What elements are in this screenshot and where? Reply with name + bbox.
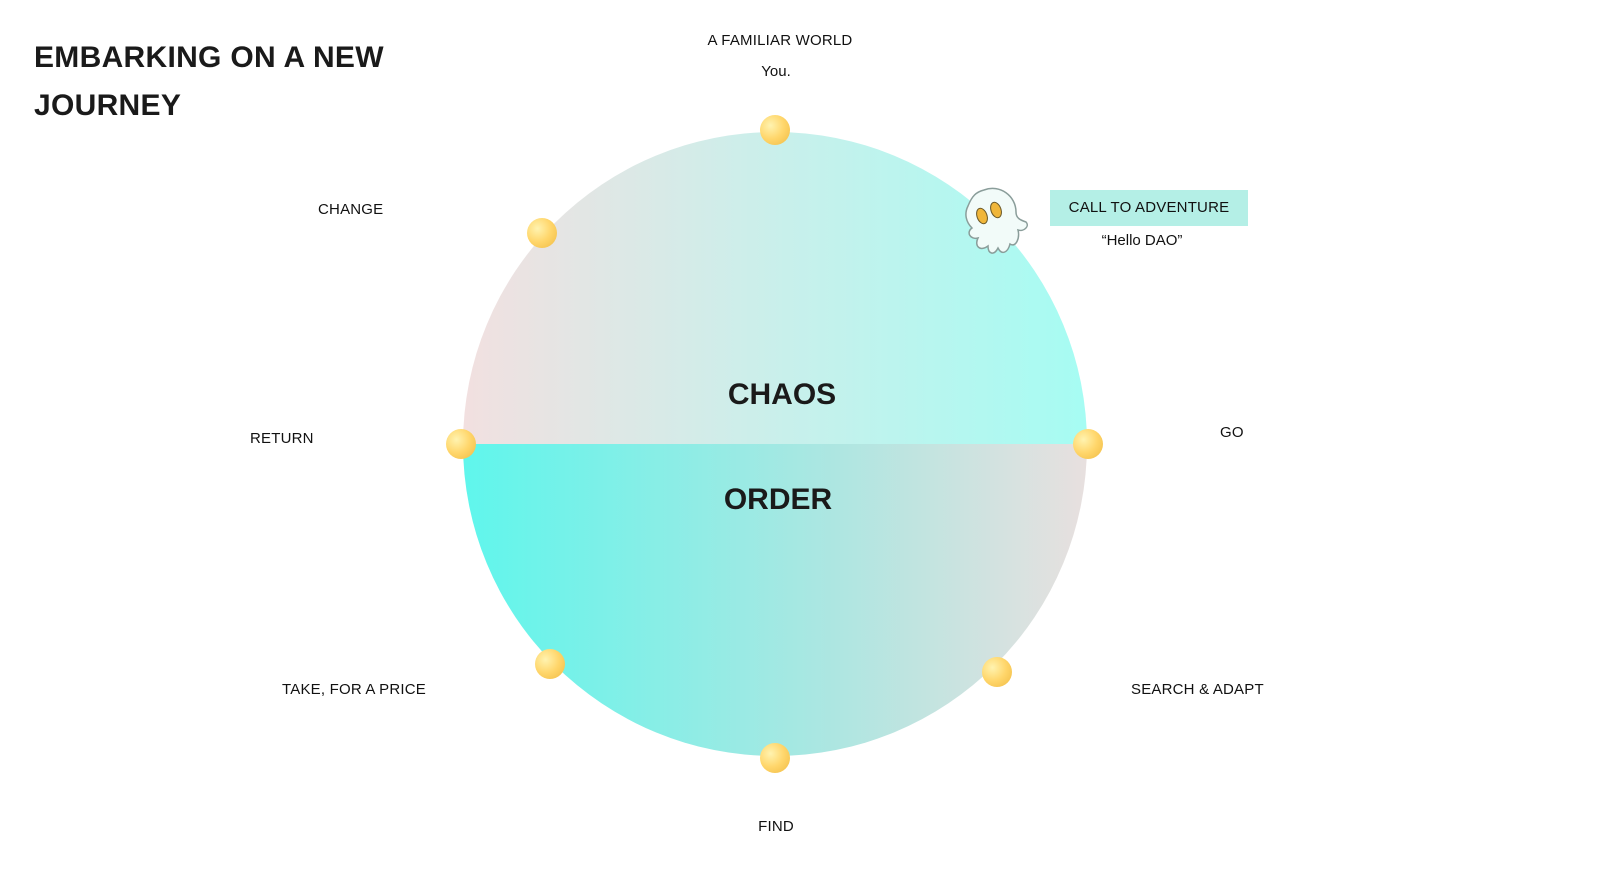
call-to-adventure-highlight: CALL TO ADVENTURE xyxy=(1050,190,1248,226)
node-find[interactable] xyxy=(760,743,790,773)
node-familiar-world[interactable] xyxy=(760,115,790,145)
order-label: ORDER xyxy=(724,483,833,516)
stage-label-find: FIND xyxy=(758,818,794,835)
stage-label-take-for-a-price: TAKE, FOR A PRICE xyxy=(282,681,426,698)
stage-sub-familiar-world: You. xyxy=(761,63,790,80)
chaos-label: CHAOS xyxy=(728,378,836,411)
stage-label-go: GO xyxy=(1220,424,1244,441)
stage-label-return: RETURN xyxy=(250,430,314,447)
node-return[interactable] xyxy=(446,429,476,459)
node-search-adapt[interactable] xyxy=(982,657,1012,687)
node-take-for-a-price[interactable] xyxy=(535,649,565,679)
stage-sub-call-to-adventure: “Hello DAO” xyxy=(1102,232,1183,249)
stage-label-search-adapt: SEARCH & ADAPT xyxy=(1131,681,1264,698)
stage-label-change: CHANGE xyxy=(318,201,383,218)
stage-label-familiar-world: A FAMILIAR WORLD xyxy=(708,32,853,49)
node-go[interactable] xyxy=(1073,429,1103,459)
node-change[interactable] xyxy=(527,218,557,248)
stage-label-call-to-adventure: CALL TO ADVENTURE xyxy=(1050,190,1248,226)
